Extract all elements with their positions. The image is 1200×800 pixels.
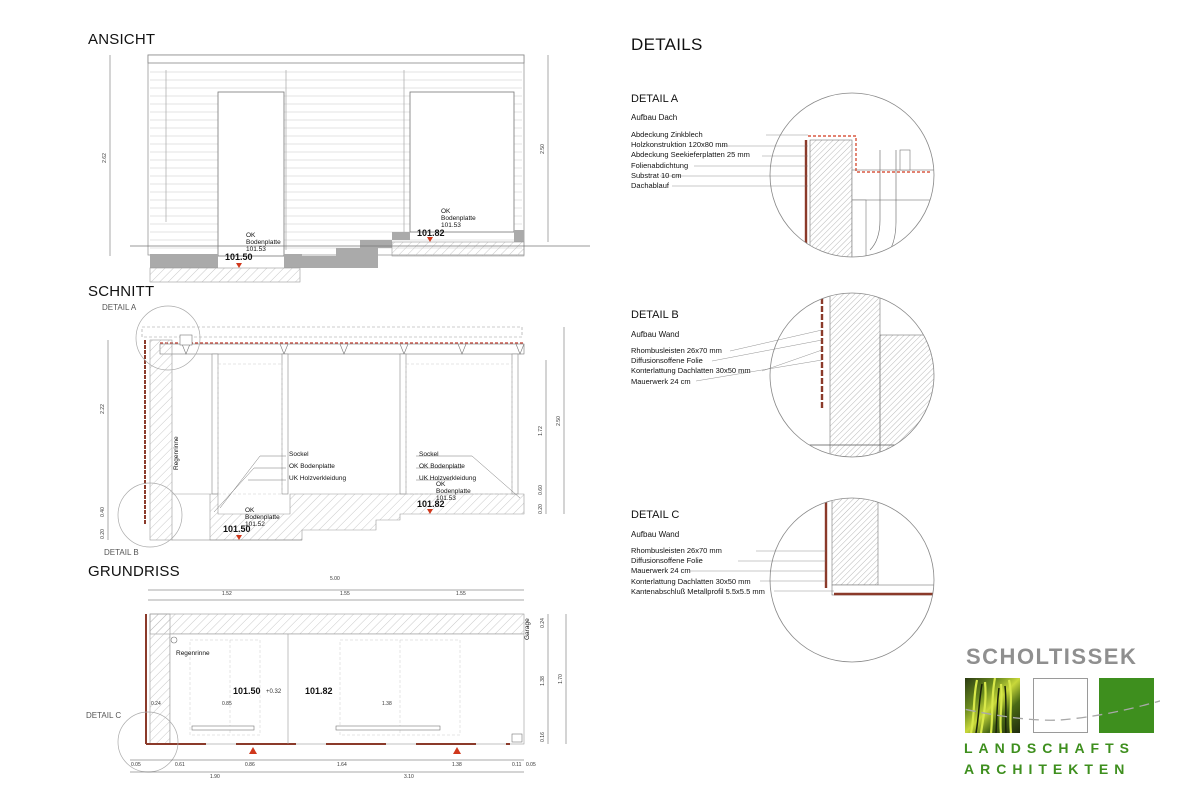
grundriss-regenrinne: Regenrinne bbox=[176, 650, 210, 657]
ansicht-level-right: 101.82 bbox=[417, 228, 445, 238]
company-logo: SCHOLTISSEK LANDSCHAFTS ARCHITEKTEN bbox=[960, 644, 1160, 794]
schnitt-label-right-0: Sockel bbox=[419, 451, 439, 458]
detail-b-legend: Rhombusleisten 26x70 mm Diffusionsoffene… bbox=[631, 346, 751, 387]
grundriss-dim-inner-2: 1.38 bbox=[382, 701, 392, 707]
callout-detail-b: DETAIL B bbox=[104, 548, 139, 557]
schnitt-level-right: 101.82 bbox=[417, 499, 445, 509]
grundriss-title: GRUNDRISS bbox=[88, 563, 180, 580]
schnitt-dim-right-0: 1.72 bbox=[537, 426, 544, 436]
detail-b-legend-item: Mauerwerk 24 cm bbox=[631, 376, 691, 386]
level-markers bbox=[236, 237, 461, 754]
detail-c-title: DETAIL C bbox=[631, 509, 680, 521]
ansicht-dim-left: 2.62 bbox=[101, 153, 108, 163]
logo-line-1: LANDSCHAFTS bbox=[964, 740, 1135, 756]
schnitt-dim-right-1: 2.50 bbox=[555, 416, 562, 426]
schnitt-dim-right-3: 0.20 bbox=[537, 504, 544, 514]
detail-a-legend: Abdeckung Zinkblech Holzkonstruktion 120… bbox=[631, 130, 750, 191]
logo-swoosh bbox=[960, 700, 1160, 721]
detail-c-legend-item: Rhombusleisten 26x70 mm bbox=[631, 546, 722, 555]
schnitt-dim-left-2: 0.20 bbox=[99, 529, 106, 539]
ansicht-elevation bbox=[109, 54, 590, 283]
grundriss-dim-inner-1: 0.85 bbox=[222, 701, 232, 707]
detail-c-legend-item: Konterlattung Dachlatten 30x50 mm bbox=[631, 576, 751, 586]
grundriss-dim-bottom-4: 1.38 bbox=[452, 762, 462, 768]
grundriss-dim-right-3: 0.16 bbox=[539, 732, 546, 742]
grundriss-dim-right-1: 1.38 bbox=[539, 676, 546, 686]
grundriss-dim-bottom-0: 0.05 bbox=[131, 762, 141, 768]
grundriss-level-right: 101.82 bbox=[305, 686, 333, 696]
schnitt-label-right-1: OK Bodenplatte bbox=[419, 463, 465, 470]
detail-b-legend-item: Diffusionsoffene Folie bbox=[631, 356, 703, 366]
logo-white-tile bbox=[1033, 678, 1088, 733]
detail-a-legend-item: Dachablauf bbox=[631, 181, 669, 191]
schnitt-regenrinne: Regenrinne bbox=[173, 436, 180, 470]
detail-a-legend-item: Abdeckung Seekieferplatten 25 mm bbox=[631, 150, 750, 160]
grundriss-plan bbox=[117, 589, 567, 773]
schnitt-dim-left-0: 2.22 bbox=[99, 404, 106, 414]
schnitt-label-left-0: Sockel bbox=[289, 451, 309, 458]
grundriss-dim-top-0: 1.52 bbox=[222, 591, 232, 597]
grundriss-dim-bottom-total-1: 3.10 bbox=[404, 774, 414, 780]
detail-a-legend-item: Substrat 10 cm bbox=[631, 170, 682, 180]
detail-a-title: DETAIL A bbox=[631, 93, 679, 105]
grundriss-garage: Garage bbox=[524, 618, 531, 640]
ansicht-dim-right: 2.50 bbox=[539, 144, 546, 154]
grundriss-dim-total: 5.00 bbox=[330, 576, 340, 582]
detail-a-subtitle: Aufbau Dach bbox=[631, 113, 678, 122]
logo-grass-tile bbox=[965, 678, 1020, 733]
grundriss-dim-right-0: 0.24 bbox=[539, 618, 546, 628]
schnitt-dim-left-1: 0.40 bbox=[99, 507, 106, 517]
detail-c-legend-item: Kantenabschluß Metallprofil 5.5x5.5 mm bbox=[631, 586, 765, 596]
logo-line-2: ARCHITEKTEN bbox=[964, 761, 1131, 777]
grundriss-dim-right-2: 1.70 bbox=[557, 674, 564, 684]
detail-b-subtitle: Aufbau Wand bbox=[631, 330, 680, 339]
schnitt-title: SCHNITT bbox=[88, 283, 155, 300]
details-title: DETAILS bbox=[631, 35, 703, 54]
schnitt-label-left-2: UK Holzverkleidung bbox=[289, 475, 347, 482]
grundriss-dim-bottom-5: 0.11 bbox=[512, 762, 522, 768]
grundriss-dim-bottom-2: 0.86 bbox=[245, 762, 255, 768]
callout-detail-c: DETAIL C bbox=[86, 711, 122, 720]
callout-detail-a: DETAIL A bbox=[102, 303, 137, 312]
detail-c-legend-item: Mauerwerk 24 cm bbox=[631, 566, 691, 576]
grundriss-dim-bottom-3: 1.64 bbox=[337, 762, 347, 768]
grundriss-dim-inner-0: 0.24 bbox=[151, 701, 161, 707]
detail-a-legend-item: Holzkonstruktion 120x80 mm bbox=[631, 140, 728, 150]
detail-b-title: DETAIL B bbox=[631, 309, 679, 321]
grundriss-dim-top-2: 1.55 bbox=[456, 591, 466, 597]
schnitt-level-left: 101.50 bbox=[223, 524, 251, 534]
detail-c-legend: Rhombusleisten 26x70 mm Diffusionsoffene… bbox=[631, 546, 765, 597]
grundriss-dim-bottom-total-0: 1.90 bbox=[210, 774, 220, 780]
detail-c-subtitle: Aufbau Wand bbox=[631, 530, 680, 539]
detail-a-drawing bbox=[660, 92, 935, 258]
ansicht-title: ANSICHT bbox=[88, 31, 156, 48]
schnitt-dim-right-2: 0.60 bbox=[537, 485, 544, 495]
detail-c-legend-item: Diffusionsoffene Folie bbox=[631, 556, 703, 566]
ansicht-level-left: 101.50 bbox=[225, 252, 253, 262]
grundriss-dim-top-1: 1.55 bbox=[340, 591, 350, 597]
detail-c-drawing bbox=[690, 497, 935, 663]
detail-b-drawing bbox=[695, 292, 935, 458]
detail-b-legend-item: Rhombusleisten 26x70 mm bbox=[631, 346, 722, 355]
grundriss-level-left: 101.50 bbox=[233, 686, 261, 696]
schnitt-label-left-1: OK Bodenplatte bbox=[289, 463, 335, 470]
logo-name: SCHOLTISSEK bbox=[966, 644, 1138, 669]
detail-a-legend-item: Folienabdichtung bbox=[631, 160, 689, 170]
schnitt-label-right-2: UK Holzverkleidung bbox=[419, 475, 477, 482]
grundriss-dim-bottom-6: 0.05 bbox=[526, 762, 536, 768]
detail-b-legend-item: Konterlattung Dachlatten 30x50 mm bbox=[631, 366, 751, 376]
logo-grass-icon bbox=[969, 678, 1013, 733]
detail-a-legend-item: Abdeckung Zinkblech bbox=[631, 130, 703, 139]
schnitt-section bbox=[107, 305, 565, 548]
grundriss-step: +0.32 bbox=[266, 689, 282, 695]
grundriss-dim-bottom-1: 0.61 bbox=[175, 762, 185, 768]
